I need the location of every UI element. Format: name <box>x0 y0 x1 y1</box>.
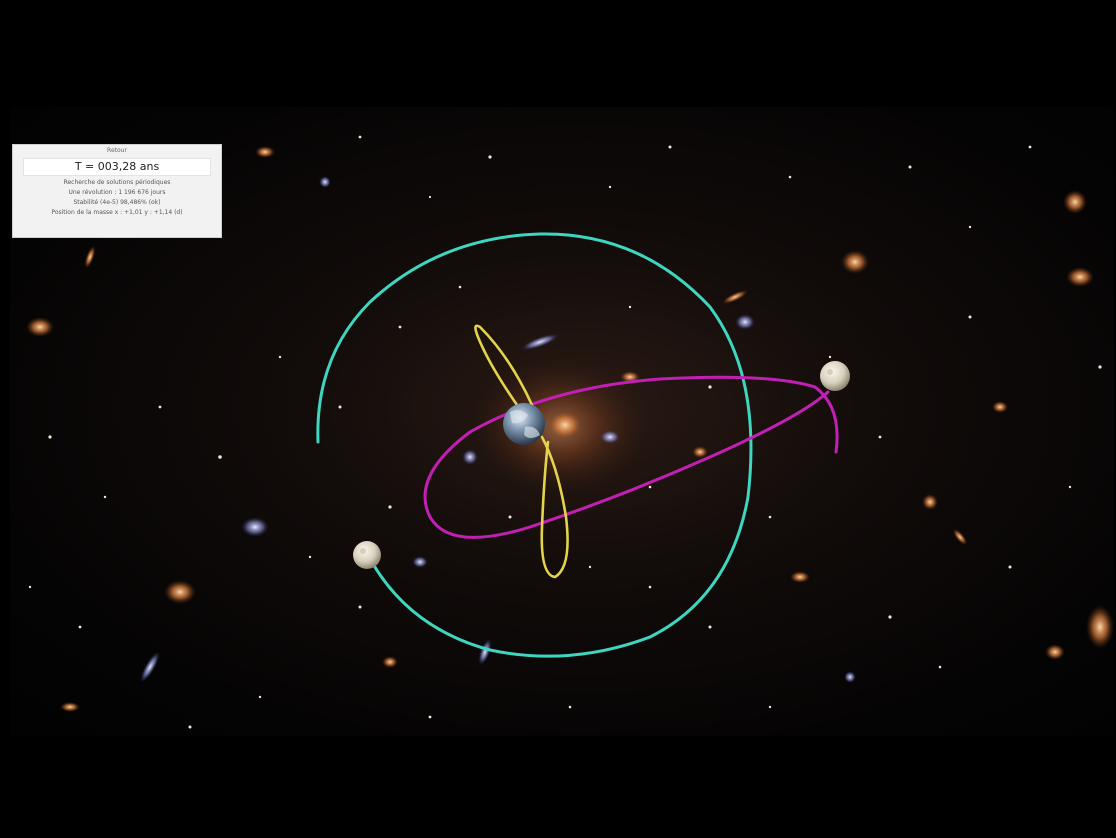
info-line-periodic-search: Recherche de solutions périodiques <box>63 179 171 186</box>
elapsed-time-display: T = 003,28 ans <box>23 158 211 176</box>
magenta-orbit <box>423 375 839 539</box>
info-line-mass-position: Position de la masse x : +1,01 y : +1,14… <box>51 209 183 216</box>
earth-planet <box>503 403 545 445</box>
letterbox-top <box>0 0 1116 107</box>
simulation-info-panel: Retour T = 003,28 ans Recherche de solut… <box>12 144 222 238</box>
moon-left <box>353 541 381 569</box>
moon-right <box>820 361 850 391</box>
info-line-stability: Stabilité (4e-5) 98,486% (ok) <box>73 199 161 206</box>
yellow-orbit <box>474 324 569 579</box>
scene-canvas <box>26 135 1114 729</box>
galaxy-cluster-core <box>470 357 650 497</box>
info-panel-header[interactable]: Retour <box>107 147 127 154</box>
letterbox-bottom <box>0 736 1116 838</box>
background-galaxies <box>26 146 1114 712</box>
info-line-revolution: Une révolution : 1 196 676 jours <box>68 189 166 196</box>
